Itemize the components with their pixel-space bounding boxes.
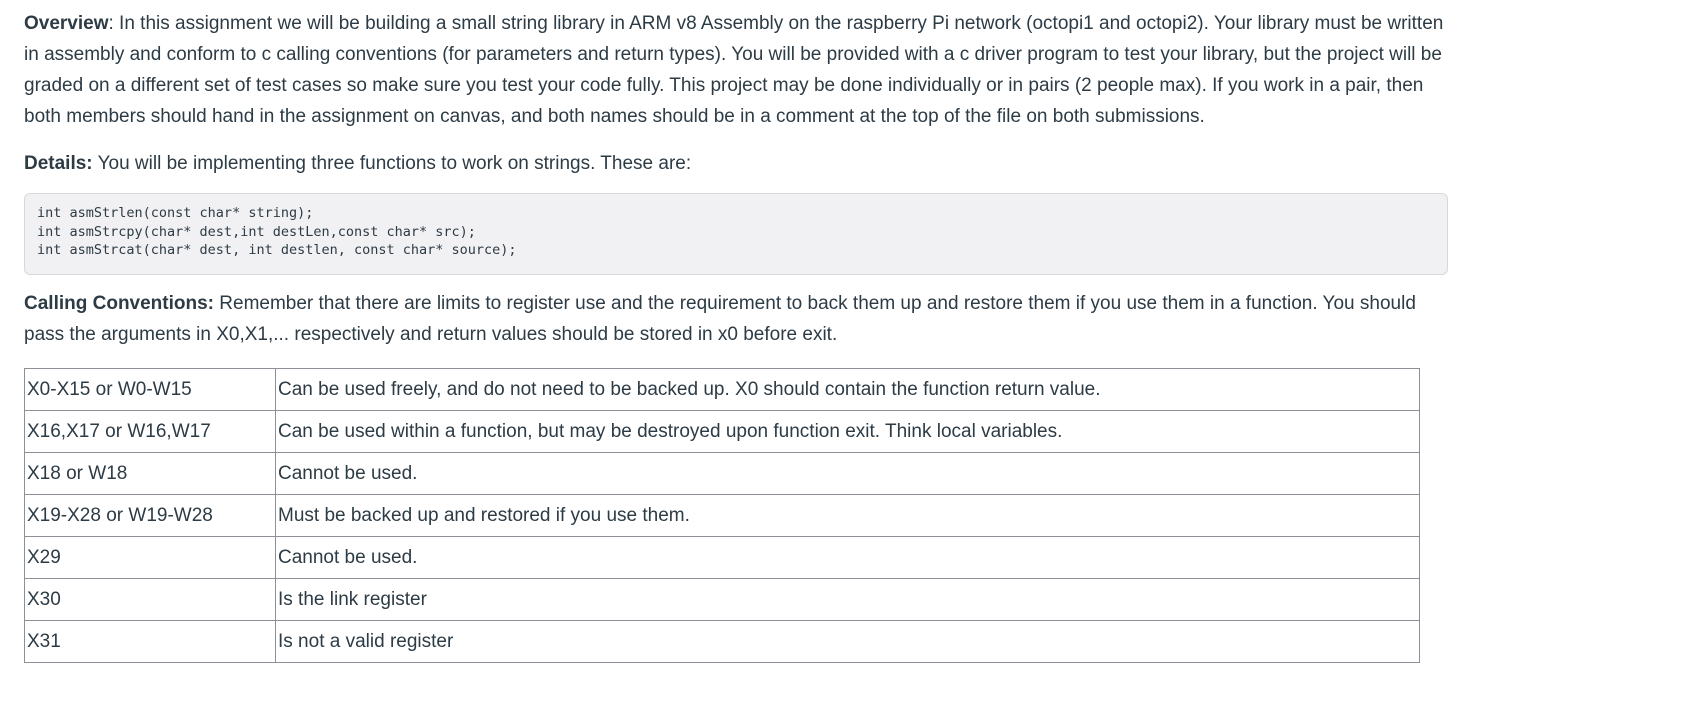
register-description-cell: Cannot be used. <box>275 536 1420 579</box>
code-line-strcat: int asmStrcat(char* dest, int destlen, c… <box>37 242 517 258</box>
register-name-cell: X0-X15 or W0-W15 <box>24 368 276 411</box>
register-description-cell: Is not a valid register <box>275 620 1420 663</box>
table-row: X31 Is not a valid register <box>24 620 1420 663</box>
calling-conventions-paragraph: Calling Conventions: Remember that there… <box>24 288 1444 350</box>
details-label: Details: <box>24 153 93 174</box>
register-usage-table: X0-X15 or W0-W15 Can be used freely, and… <box>24 368 1420 663</box>
overview-label: Overview <box>24 13 109 34</box>
register-name-cell: X31 <box>24 620 276 663</box>
function-signatures-code-block: int asmStrlen(const char* string); int as… <box>24 193 1448 275</box>
table-row: X0-X15 or W0-W15 Can be used freely, and… <box>24 368 1420 411</box>
overview-paragraph: Overview: In this assignment we will be … <box>24 0 1444 132</box>
code-line-strcpy: int asmStrcpy(char* dest,int destLen,con… <box>37 223 476 240</box>
overview-text: : In this assignment we will be building… <box>24 13 1444 127</box>
register-description-cell: Can be used within a function, but may b… <box>275 410 1420 453</box>
register-description-cell: Is the link register <box>275 578 1420 621</box>
details-paragraph: Details: You will be implementing three … <box>24 148 1444 179</box>
table-row: X19-X28 or W19-W28 Must be backed up and… <box>24 494 1420 537</box>
register-name-cell: X19-X28 or W19-W28 <box>24 494 276 537</box>
calling-conventions-text: Remember that there are limits to regist… <box>24 293 1416 345</box>
calling-conventions-label: Calling Conventions: <box>24 293 214 314</box>
register-name-cell: X30 <box>24 578 276 621</box>
table-row: X30 Is the link register <box>24 578 1420 621</box>
table-row: X18 or W18 Cannot be used. <box>24 452 1420 495</box>
register-description-cell: Must be backed up and restored if you us… <box>275 494 1420 537</box>
register-name-cell: X16,X17 or W16,W17 <box>24 410 276 453</box>
table-row: X16,X17 or W16,W17 Can be used within a … <box>24 410 1420 453</box>
register-description-cell: Cannot be used. <box>275 452 1420 495</box>
code-line-strlen: int asmStrlen(const char* string); <box>37 205 314 221</box>
register-description-cell: Can be used freely, and do not need to b… <box>275 368 1420 411</box>
details-text: You will be implementing three functions… <box>92 153 692 174</box>
register-name-cell: X18 or W18 <box>24 452 276 495</box>
register-name-cell: X29 <box>24 536 276 579</box>
table-row: X29 Cannot be used. <box>24 536 1420 579</box>
